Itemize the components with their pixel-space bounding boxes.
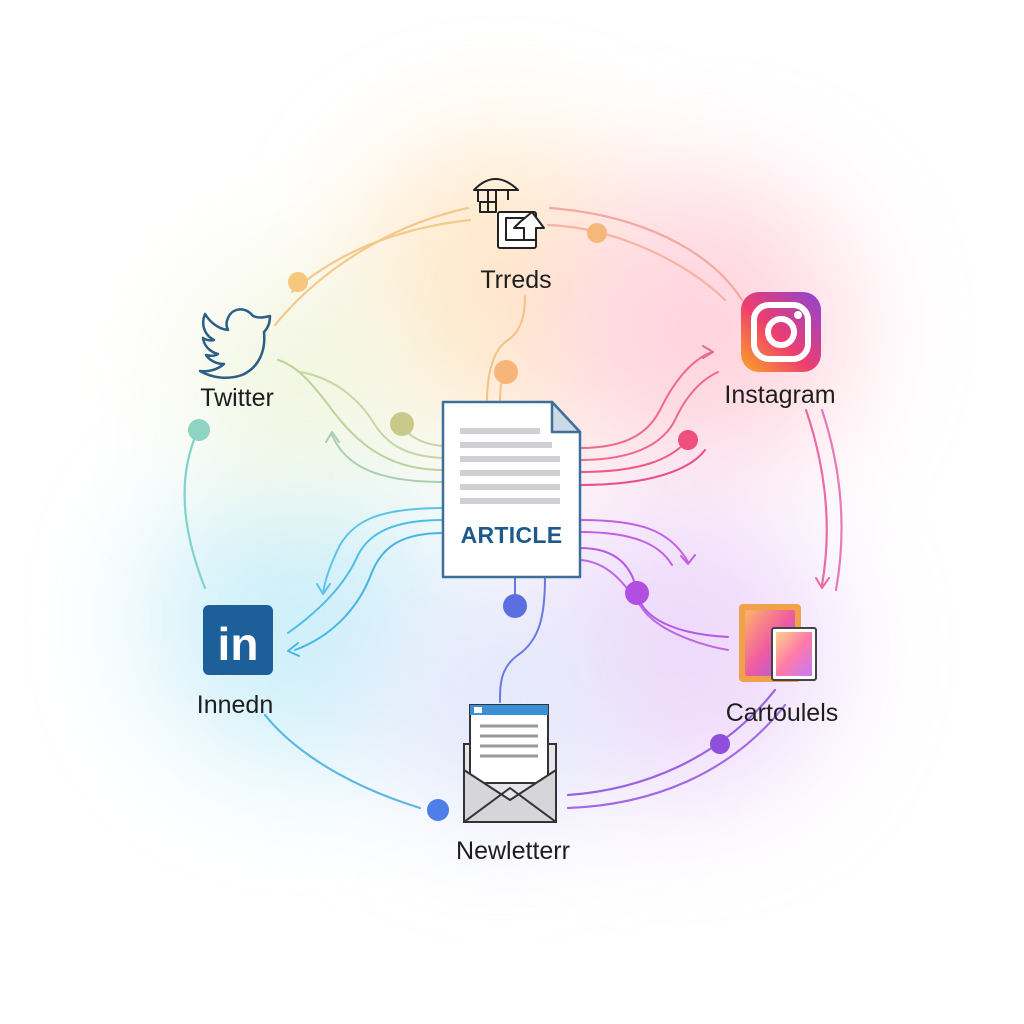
newsletter-envelope-icon bbox=[463, 704, 557, 823]
twitter-label: Twitter bbox=[200, 384, 274, 412]
carousels-label: Cartoulels bbox=[725, 699, 839, 727]
article-document-icon bbox=[441, 400, 582, 579]
instagram-label: Instagram bbox=[724, 381, 836, 409]
linkedin-label: Innedn bbox=[196, 691, 274, 719]
carousel-images-icon bbox=[739, 604, 817, 682]
threads-icon bbox=[473, 178, 545, 249]
article-card: ARTICLE bbox=[443, 402, 580, 577]
instagram-icon bbox=[741, 292, 821, 372]
outer-ring bbox=[183, 206, 843, 810]
article-label: ARTICLE bbox=[460, 522, 563, 548]
linkedin-icon: in bbox=[203, 605, 273, 675]
twitter-bird-icon bbox=[198, 308, 272, 380]
newsletter-label: Newletterr bbox=[456, 837, 570, 865]
threads-label: Trreds bbox=[480, 266, 552, 294]
connector-dots bbox=[188, 223, 730, 821]
arrowheads bbox=[287, 345, 830, 657]
svg-text:in: in bbox=[218, 618, 259, 670]
